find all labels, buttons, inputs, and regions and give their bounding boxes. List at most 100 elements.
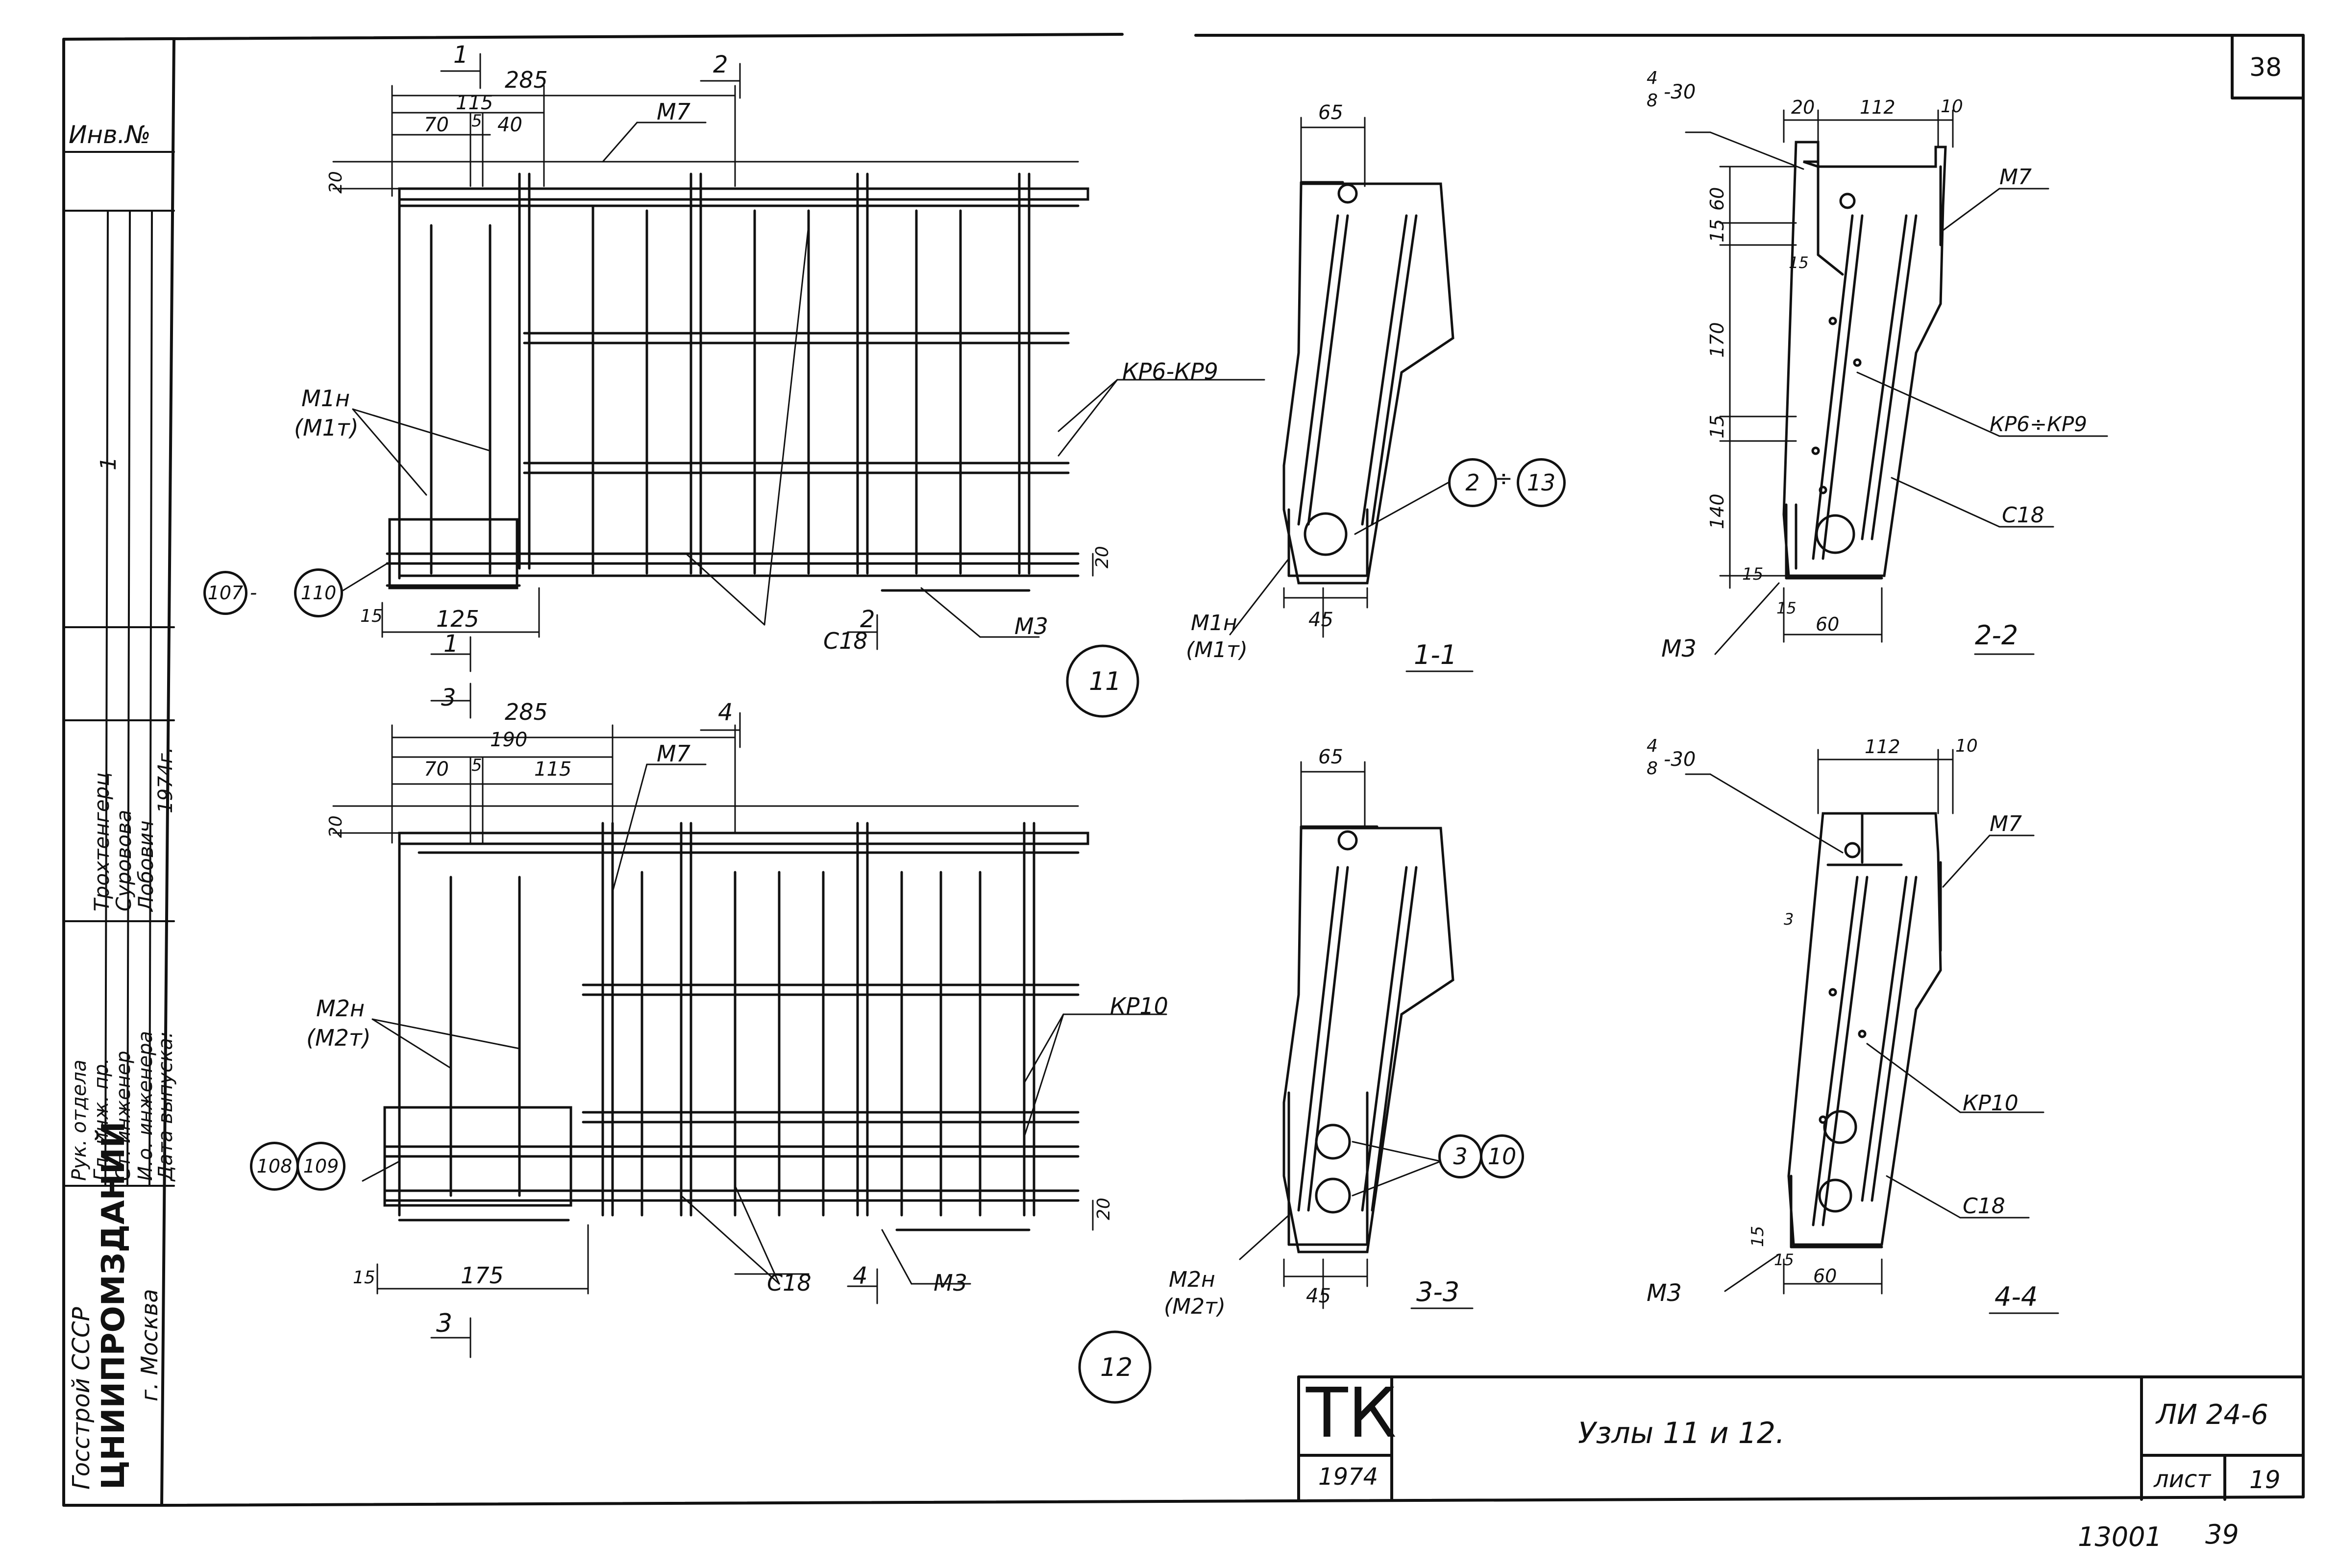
sec44-dim-3: 3 <box>1784 910 1794 929</box>
sheet-number: 38 <box>2249 53 2282 82</box>
bottom-code-2: 39 <box>2205 1519 2239 1550</box>
node-12-dims <box>332 683 1167 1358</box>
node11-bubble-110: 110 <box>294 568 343 617</box>
sec22-frac-bottom: 8 <box>1647 91 1658 111</box>
node12-bubble-109: 109 <box>296 1142 345 1191</box>
node11-cut2-bottom: 2 <box>860 606 875 633</box>
sec44-label-kr10: КР10 <box>1963 1091 2019 1116</box>
sec33-bubble-10: 10 <box>1480 1134 1524 1178</box>
sec44-dim-10: 10 <box>1955 736 1978 756</box>
node-11-elevation <box>386 172 1089 592</box>
sec33-label-m2n: М2н <box>1169 1267 1215 1292</box>
section-1-1-dims <box>1229 117 1474 672</box>
sec11-dim-65: 65 <box>1318 101 1343 124</box>
sec11-divide-sign: ÷ <box>1495 466 1513 491</box>
node12-label-kr10: КР10 <box>1110 993 1168 1019</box>
sec44-frac-suffix: -30 <box>1664 748 1696 771</box>
node12-label-m2t: (М2т) <box>306 1025 371 1051</box>
node12-dim-70: 70 <box>424 758 449 781</box>
sec22-label-kr6-kr9: КР6÷КР9 <box>1990 412 2087 436</box>
node12-label-m7: М7 <box>657 740 690 767</box>
sec22-frac-suffix: -30 <box>1664 81 1696 103</box>
node11-label-m1n: М1н <box>301 385 350 412</box>
sec22-dim-60-bottom: 60 <box>1816 613 1840 635</box>
sec33-title: 3-3 <box>1416 1276 1460 1307</box>
node12-cut3-bottom: 3 <box>436 1309 453 1338</box>
sec44-title: 4-4 <box>1994 1281 2038 1312</box>
node11-dim-70: 70 <box>424 114 449 136</box>
node11-cut2-top: 2 <box>713 51 728 78</box>
stamp-year: 1974 <box>1318 1463 1379 1491</box>
node11-label-m1t: (М1т) <box>294 415 359 441</box>
sec22-title: 2-2 <box>1975 620 2019 651</box>
stamp-title: Узлы 11 и 12. <box>1578 1416 1785 1450</box>
node-12-elevation <box>383 822 1089 1231</box>
stamp-code: ЛИ 24-6 <box>2156 1399 2268 1431</box>
node11-label-m3: М3 <box>1014 613 1048 639</box>
sec11-dim-45: 45 <box>1308 609 1333 631</box>
sec22-label-m3: М3 <box>1661 635 1697 662</box>
sec22-dim-15-bottom: 15 <box>1776 599 1797 617</box>
node11-label-kr6-kr9: КР6-КР9 <box>1122 358 1218 385</box>
stamp-list-label: лист <box>2154 1466 2211 1493</box>
sec22-dim-15b: 15 <box>1706 415 1728 439</box>
stamp-list-number: 19 <box>2249 1466 2281 1494</box>
sec22-label-m7: М7 <box>1999 165 2032 190</box>
org-gosstroy: Госстрой СССР <box>68 1307 95 1490</box>
node11-dim-20-left: 20 <box>326 171 346 194</box>
node11-dim-285: 285 <box>505 67 548 93</box>
node12-dim-175: 175 <box>461 1262 504 1289</box>
sec22-dim-112: 112 <box>1860 97 1896 118</box>
role-release-date: Дата выпуска: <box>154 1031 177 1181</box>
node11-dim-20-right: 20 <box>1092 546 1112 568</box>
sec22-dim-15-low: 15 <box>1742 564 1764 584</box>
bottom-code: 13001 <box>2078 1521 2162 1552</box>
node12-dim-115: 115 <box>534 758 572 781</box>
node12-bubble-108: 108 <box>250 1142 299 1191</box>
node12-label-m2n: М2н <box>316 995 365 1022</box>
sec44-frac-top: 4 <box>1647 736 1658 756</box>
node11-label-c18: С18 <box>823 628 868 654</box>
node11-dim-15: 15 <box>360 606 383 626</box>
sec11-bubble-2: 2 <box>1448 458 1497 507</box>
node12-dim-190: 190 <box>490 729 528 751</box>
sec22-dim-20: 20 <box>1791 97 1815 118</box>
sec44-label-m3: М3 <box>1647 1279 1682 1307</box>
sec11-label-m1t: (М1т) <box>1186 637 1248 662</box>
node11-dim-125: 125 <box>436 606 479 632</box>
node11-cut1-bottom: 1 <box>443 630 459 658</box>
name-chief-eng: Трохтенгерц <box>90 772 114 911</box>
node12-dim-20-right: 20 <box>1094 1198 1114 1220</box>
sec11-title: 1-1 <box>1414 639 1457 670</box>
name-acting-eng: Лобович <box>134 820 158 911</box>
section-3-3-dims <box>1239 761 1474 1309</box>
section-1-1 <box>1282 181 1454 585</box>
sec33-dim-45: 45 <box>1306 1285 1331 1307</box>
left-small-number: 1 <box>96 457 121 470</box>
release-year: 1974г. <box>154 747 177 813</box>
section-4-4 <box>1787 812 1942 1249</box>
role-acting-eng: И.о. инженера <box>134 1031 157 1181</box>
left-title-block <box>63 151 175 1187</box>
node12-label-c18: С18 <box>767 1270 812 1296</box>
title-stamp-frame <box>1297 1375 2305 1501</box>
sec11-label-m1n: М1н <box>1191 611 1237 636</box>
sec22-dim-10: 10 <box>1941 97 1963 117</box>
node11-dim-5: 5 <box>471 111 482 131</box>
sheet-frame <box>62 33 2305 1507</box>
node-11-circle <box>1066 644 1139 718</box>
node11-label-m7: М7 <box>657 98 690 125</box>
sec22-label-c18: С18 <box>2002 503 2044 528</box>
node12-dim-15: 15 <box>353 1268 375 1288</box>
name-senior-eng: Суровова <box>112 809 136 911</box>
org-institute: ЦНИИПРОМЗДАНИЙ <box>96 1121 132 1490</box>
sec44-dim-60: 60 <box>1813 1265 1837 1287</box>
sec44-label-c18: С18 <box>1963 1194 2005 1219</box>
node11-dim-40: 40 <box>497 114 522 136</box>
node11-cut1-top: 1 <box>453 41 468 69</box>
node11-bubble-dash: - <box>250 582 257 604</box>
node-11-dims <box>332 53 1265 672</box>
section-2-2 <box>1782 141 1947 580</box>
